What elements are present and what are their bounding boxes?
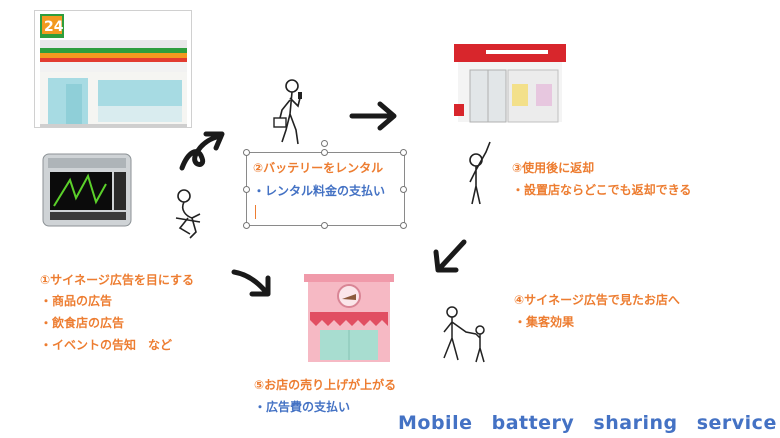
cake-shop-image <box>304 274 394 362</box>
selection-handle[interactable] <box>243 222 250 229</box>
selection-handle[interactable] <box>400 149 407 156</box>
arrow-right <box>349 101 397 131</box>
crouching-person-icon <box>175 189 201 239</box>
arrow-down-right <box>231 269 271 297</box>
step-3: ③使用後に返却 ・設置店ならどこでも返却できる <box>512 160 691 198</box>
step-1-bullet: ・飲食店の広告 <box>40 316 125 330</box>
signage-kiosk-image <box>42 153 132 227</box>
walking-person-icon <box>273 79 302 145</box>
step-4-title: ④サイネージ広告で見たお店へ <box>514 293 680 307</box>
parent-child-walking-icon <box>443 306 485 363</box>
step-2-title: ②バッテリーをレンタル <box>253 161 384 175</box>
selection-handle[interactable] <box>243 186 250 193</box>
selection-handle[interactable] <box>321 222 328 229</box>
step-4: ④サイネージ広告で見たお店へ ・集客効果 <box>514 292 680 330</box>
selection-handle[interactable] <box>400 222 407 229</box>
step-5-title: ⑤お店の売り上げが上がる <box>254 378 397 392</box>
store-sign-text: 24 <box>44 19 64 35</box>
step-1-title: ①サイネージ広告を目にする <box>40 273 195 287</box>
arrow-up-right <box>179 131 225 171</box>
step-4-bullet: ・集客効果 <box>514 315 575 329</box>
arrow-down-left <box>433 239 467 273</box>
footer-title: Mobile battery sharing service <box>398 412 777 434</box>
rotate-handle[interactable] <box>321 140 328 147</box>
convenience-store-image: 24 <box>34 10 192 128</box>
step-2-bullet: ・レンタル料金の支払い <box>253 184 386 198</box>
step-1: ①サイネージ広告を目にする ・商品の広告 ・飲食店の広告 ・イベントの告知 など <box>40 272 194 353</box>
step-5-bullet: ・広告費の支払い <box>254 400 351 414</box>
step-3-bullet: ・設置店ならどこでも返却できる <box>512 183 692 197</box>
selection-handle[interactable] <box>321 149 328 156</box>
step-2: ②バッテリーをレンタル ・レンタル料金の支払い <box>253 160 385 199</box>
step-1-bullet: ・商品の広告 <box>40 294 113 308</box>
selection-handle[interactable] <box>400 186 407 193</box>
selection-handle[interactable] <box>243 149 250 156</box>
text-cursor <box>255 205 256 219</box>
step-3-title: ③使用後に返却 <box>512 161 595 175</box>
store-building-image <box>454 44 566 123</box>
step-1-bullet: ・イベントの告知 など <box>40 338 173 352</box>
step-5: ⑤お店の売り上げが上がる ・広告費の支払い <box>254 377 396 415</box>
returning-person-icon <box>469 141 491 205</box>
